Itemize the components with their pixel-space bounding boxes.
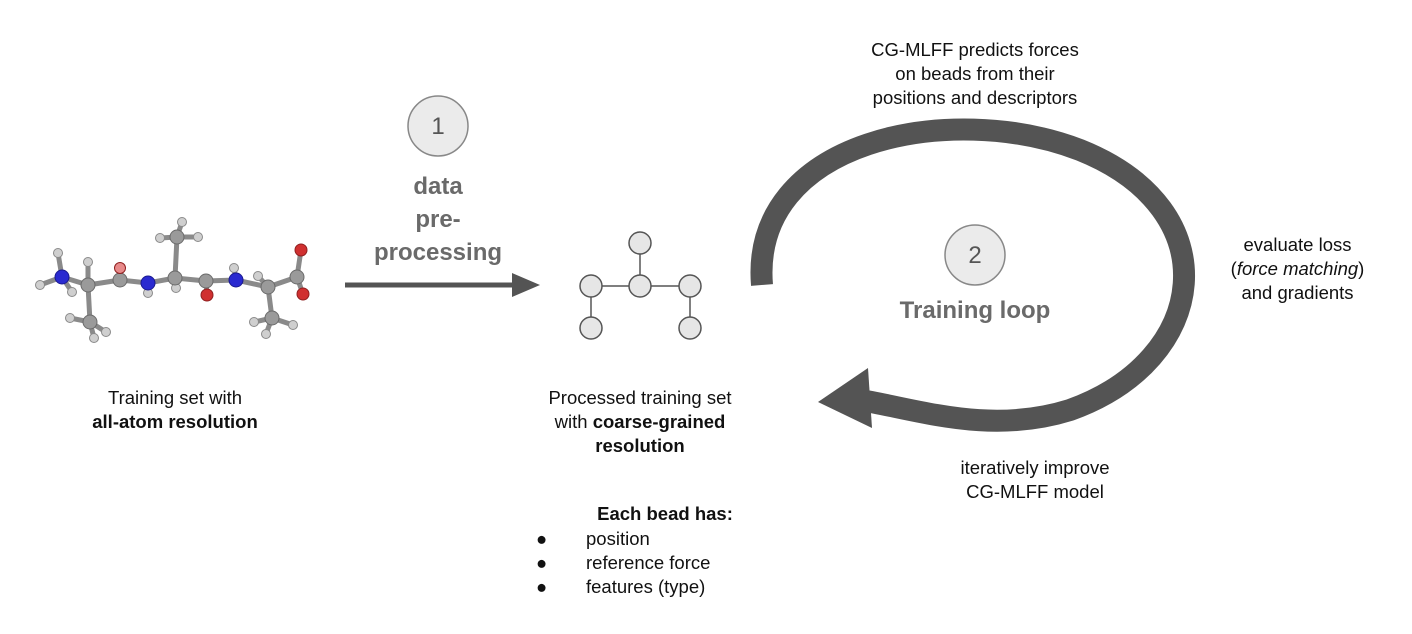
- step2-label: Training loop: [899, 297, 1051, 324]
- list-item-label: position: [586, 528, 650, 549]
- coarse-grained-graph-icon: [579, 231, 702, 340]
- caption-bold: coarse-grained: [592, 411, 726, 432]
- step1-number: 1: [431, 113, 445, 140]
- molecule-icon: [35, 217, 310, 343]
- loop-text-line: CG-MLFF model: [966, 481, 1104, 502]
- caption-line: Processed training set: [548, 387, 732, 408]
- loop-bottom-text: iteratively improve CG-MLFF model: [920, 456, 1150, 504]
- loop-text-line: positions and descriptors: [872, 87, 1078, 108]
- step1-label-line: processing: [373, 239, 503, 266]
- list-item-label: features (type): [586, 576, 706, 597]
- bead-info-list: ● position ● reference force ● features (ty…: [536, 527, 710, 599]
- force-matching-text: force matching: [1236, 258, 1359, 279]
- bullet-icon: ●: [536, 552, 548, 573]
- list-item: ● reference force: [536, 551, 710, 575]
- list-item-label: reference force: [586, 552, 711, 573]
- step1-circle: [407, 95, 469, 157]
- loop-text-line: on beads from their: [895, 63, 1055, 84]
- loop-text-line: evaluate loss: [1243, 234, 1352, 255]
- loop-text-line-mixed: (force matching): [1205, 257, 1390, 281]
- loop-right-text: evaluate loss (force matching) and gradi…: [1205, 233, 1390, 305]
- loop-text-line: and gradients: [1241, 282, 1354, 303]
- caption-line: Training set with: [107, 387, 242, 408]
- caption-line-mixed: with coarse-grained: [505, 410, 775, 434]
- loop-text-line: iteratively improve: [960, 457, 1110, 478]
- list-item: ● position: [536, 527, 710, 551]
- preprocessing-arrow: [345, 273, 540, 297]
- paren-open: (: [1230, 258, 1237, 279]
- loop-text-line: CG-MLFF predicts forces: [871, 39, 1079, 60]
- step2-circle: [944, 224, 1006, 286]
- caption-line-bold: resolution: [595, 435, 685, 456]
- bullet-icon: ●: [536, 576, 548, 597]
- loop-top-text: CG-MLFF predicts forces on beads from th…: [835, 38, 1115, 110]
- bullet-icon: ●: [536, 528, 548, 549]
- training-loop-arrow: [750, 118, 1195, 432]
- step2-number: 2: [968, 242, 982, 269]
- list-item: ● features (type): [536, 575, 710, 599]
- step1-label-line: pre-: [415, 206, 461, 233]
- paren-close: ): [1358, 258, 1365, 279]
- step1-label: data pre- processing: [348, 170, 528, 269]
- all-atom-caption: Training set with all-atom resolution: [45, 386, 305, 434]
- step1-label-line: data: [413, 173, 463, 200]
- coarse-grained-caption: Processed training set with coarse-grain…: [505, 386, 775, 458]
- bead-info-heading: Each bead has:: [597, 503, 733, 524]
- caption-prefix: with: [554, 411, 593, 432]
- caption-line-bold: all-atom resolution: [92, 411, 258, 432]
